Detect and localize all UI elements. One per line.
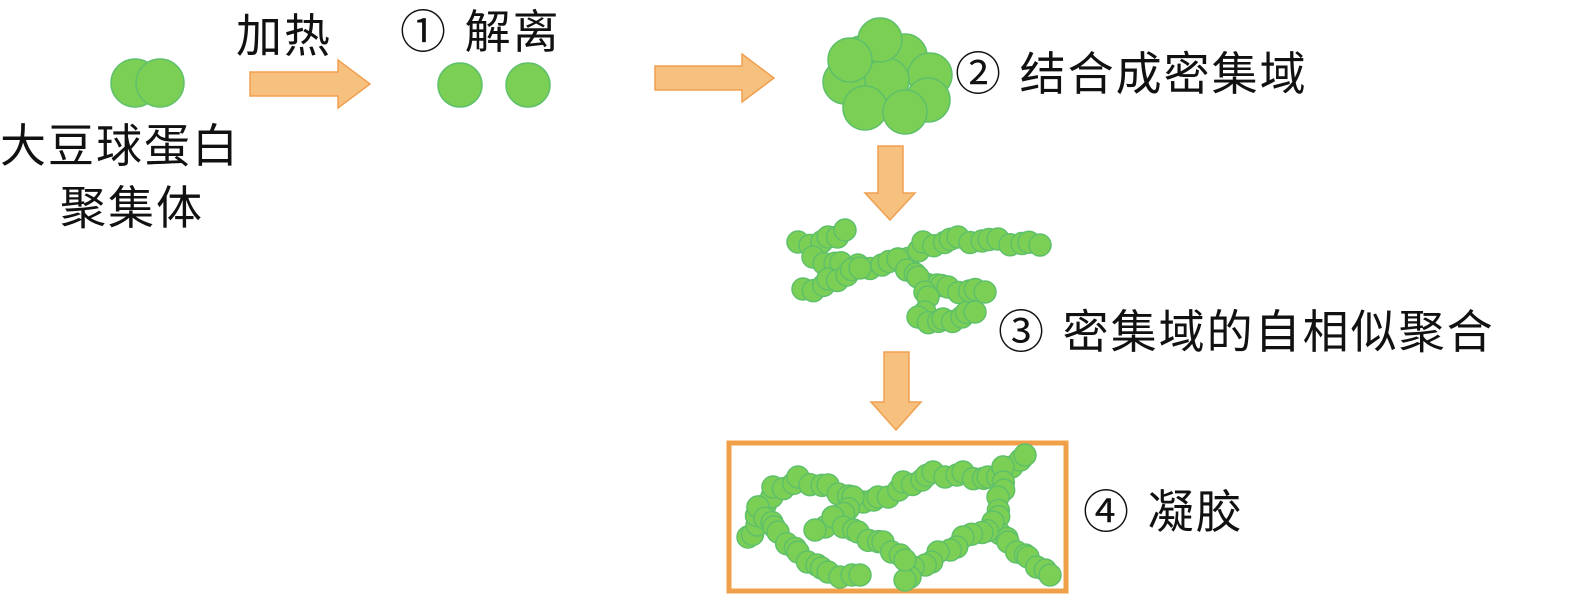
label-start-line1: 大豆球蛋白 [0, 119, 240, 173]
arrow-to-dense-domain [654, 52, 776, 104]
gel-network-particle [803, 518, 827, 542]
label-step2-dense-domain: ② 结合成密集域 [955, 47, 1308, 101]
gel-box [726, 440, 1069, 594]
dense-domain-particle [842, 85, 888, 131]
gel-network-particle [893, 568, 917, 592]
label-heat: 加热 [236, 9, 332, 63]
gel-network-particle [1013, 443, 1037, 467]
self-similar-cluster-particle [963, 300, 987, 324]
self-similar-cluster-particle [1028, 233, 1052, 257]
label-start-line2: 聚集体 [60, 181, 204, 235]
label-step3-self-similar: ③ 密集域的自相似聚合 [998, 305, 1495, 359]
label-step1-dissociation: ① 解离 [400, 5, 561, 59]
protein-particle [505, 62, 551, 108]
protein-particle [135, 58, 185, 108]
arrow-down-2 [869, 351, 923, 432]
gel-network-particle [848, 563, 872, 587]
dense-domain-particle [882, 89, 928, 135]
self-similar-cluster-particle [848, 256, 872, 280]
gel-network-particle [893, 548, 917, 572]
self-similar-cluster-particle [833, 218, 857, 242]
arrow-down-1 [863, 145, 917, 222]
protein-particle [437, 62, 483, 108]
self-similar-cluster-particle [973, 280, 997, 304]
gel-network-particle [1038, 563, 1062, 587]
arrow-heat [249, 58, 372, 110]
dense-domain-particle [827, 37, 873, 83]
label-step4-gel: ④ 凝胶 [1083, 485, 1244, 539]
particles [110, 17, 1062, 592]
arrows [249, 52, 923, 432]
